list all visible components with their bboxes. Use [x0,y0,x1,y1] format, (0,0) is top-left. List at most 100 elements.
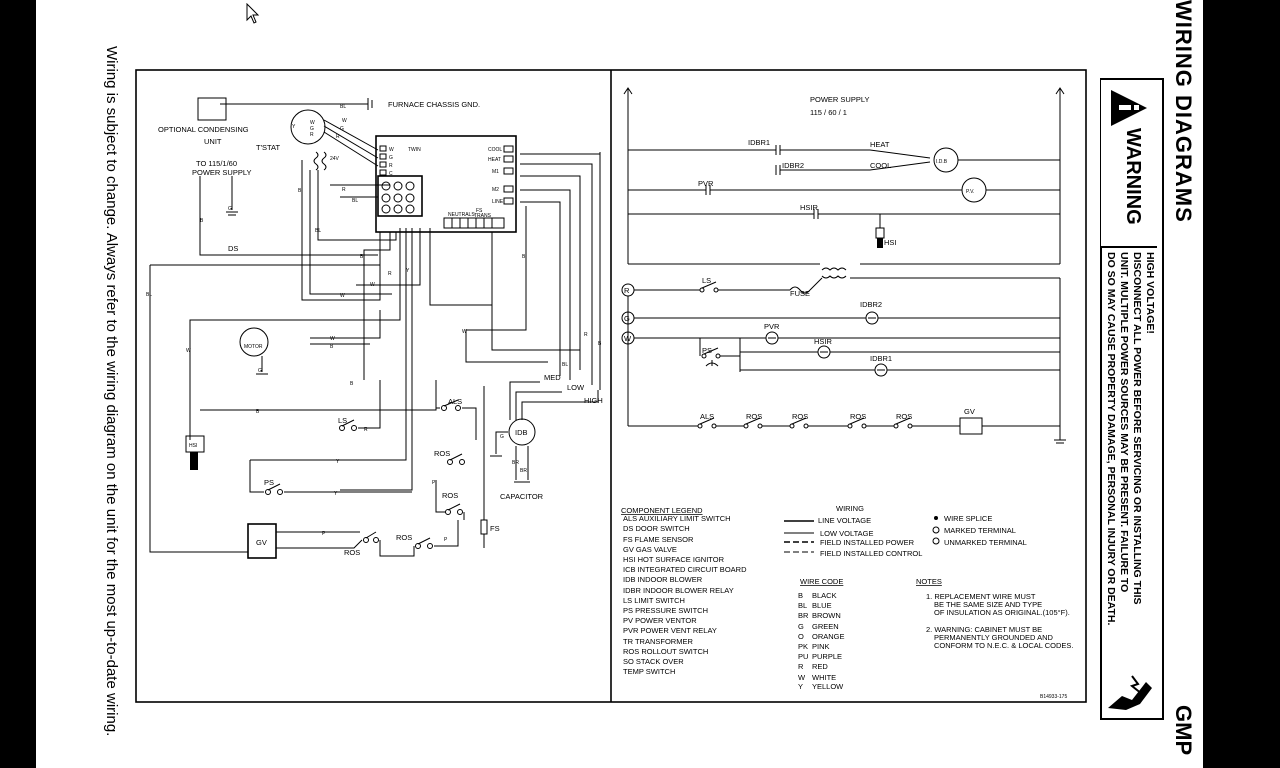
legend-item-15: TEMP SWITCH [623,667,675,676]
svg-text:W: W [370,282,375,288]
warning-box [1100,78,1164,720]
svg-text:W: W [186,348,191,354]
legend-item-5: ICB INTEGRATED CIRCUIT BOARD [623,565,747,574]
thermostat [290,109,326,145]
component-legend-title: COMPONENT LEGEND [621,506,703,515]
ladder-idb-label: I.D.B [936,159,948,165]
ladder-ros-2: ROS [789,412,809,429]
terminal-r: R [624,286,630,295]
idbr2-label: IDBR2 [782,161,804,170]
terminal-item-1: MARKED TERMINAL [944,526,1016,535]
wiring-title: WIRING [836,504,864,513]
ladder-ros-4: ROS [893,412,913,429]
heat-label: HEAT [870,140,890,149]
ladder-pv-label: P.V. [966,189,974,195]
fuse-label: FUSE [790,289,810,298]
tstat-label: T'STAT [256,143,280,152]
ladder-als-switch: ALS [697,412,717,429]
note-line-5: CONFORM TO N.E.C. & LOCAL CODES. [934,641,1073,650]
warning-triangle-icon [1111,90,1147,126]
coil-hsir-label: HSIR [814,337,833,346]
svg-text:BR: BR [512,460,519,466]
notes: NOTES 1. REPLACEMENT WIRE MUST BE THE SA… [916,577,1073,650]
ros-label-3: ROS [396,533,412,542]
legend-item-12: TR TRANSFORMER [623,637,693,646]
wire-code-abbr-1: BL [798,601,807,610]
part-number: B14933-175 [1040,694,1067,700]
svg-text:BL: BL [352,198,358,204]
wire-code-abbr-0: B [798,591,803,600]
svg-text:B: B [522,254,526,260]
svg-text:M1: M1 [492,169,499,175]
svg-text:G: G [258,368,262,374]
legend-item-10: PV POWER VENTOR [623,616,697,625]
med-label: MED [544,373,561,382]
svg-text:Y: Y [336,459,340,465]
legend-item-1: DS DOOR SWITCH [623,524,690,533]
wire-code-color-8: WHITE [812,673,836,682]
wire-code-abbr-7: R [798,662,804,671]
legend-item-9: PS PRESSURE SWITCH [623,606,708,615]
legend-item-11: PVR POWER VENT RELAY [623,626,717,635]
note-line-4: PERMANENTLY GROUNDED AND [934,633,1053,642]
wire-code-legend: WIRE CODE B BLACK BL BLUE BR BROWN G GRE… [798,577,845,691]
twin-label: TWIN [408,147,421,153]
idb-label: IDB [515,428,528,437]
legend-item-13: ROS ROLLOUT SWITCH [623,647,708,656]
ladder-hsir-label: HSIR [800,203,819,212]
component-legend: COMPONENT LEGEND ALS AUXILIARY LIMIT SWI… [621,506,747,676]
svg-text:C: C [389,171,393,177]
indoor-blower [508,418,536,446]
coil-pvr-label: PVR [764,322,780,331]
svg-text:R: R [584,332,588,338]
wire-code-abbr-6: PU [798,652,808,661]
wire-code-abbr-4: O [798,632,804,641]
svg-text:G: G [310,126,314,132]
low-label: LOW [567,383,585,392]
wiring-diagram-sheet [36,0,1203,768]
svg-text:Y: Y [334,491,338,497]
notes-title: NOTES [916,577,942,586]
wire-code-abbr-2: BR [798,611,809,620]
svg-text:TRANS: TRANS [474,213,492,219]
ps-label: PS [264,478,274,487]
note-line-3: 2. WARNING: CABINET MUST BE [926,625,1042,634]
note-line-0: 1. REPLACEMENT WIRE MUST [926,592,1036,601]
svg-text:W: W [330,336,335,342]
wire-code-title: WIRE CODE [800,577,843,586]
svg-text:G: G [500,434,504,440]
svg-text:B: B [598,341,602,347]
svg-text:FS: FS [476,208,483,214]
wire-code-color-4: ORANGE [812,632,845,641]
svg-text:W: W [342,118,347,124]
ladder-power-supply: POWER SUPPLY [810,95,869,104]
ladder-gv [959,417,983,435]
svg-text:LINE: LINE [492,199,504,205]
svg-text:R: R [342,187,346,193]
coil-idbr1-label: IDBR1 [870,354,892,363]
legend-item-8: LS LIMIT SWITCH [623,596,685,605]
ladder-ls-label: LS [702,276,711,285]
svg-text:BR: BR [520,468,527,474]
svg-text:P: P [432,480,436,486]
ladder-ros-label-4: ROS [896,412,912,421]
svg-text:24V: 24V [330,156,340,162]
svg-text:R: R [310,132,314,138]
legend-item-3: GV GAS VALVE [623,545,677,554]
ladder-ros-3: ROS [847,412,867,429]
svg-text:W: W [462,329,467,335]
wiring-item-3: FIELD INSTALLED CONTROL [820,549,922,558]
svg-text:R: R [388,271,392,277]
hand-shock-icon [1108,675,1152,710]
legend-item-2: FS FLAME SENSOR [623,535,694,544]
svg-text:NEUTRALS: NEUTRALS [448,212,475,218]
control-board [375,135,517,233]
ladder-ps-label: PS [702,346,712,355]
svg-text:G: G [228,206,232,212]
note-line-2: OF INSULATION AS ORIGINAL.(105°F). [934,608,1070,617]
ladder-ros-label-3: ROS [850,412,866,421]
terminal-item-2: UNMARKED TERMINAL [944,538,1027,547]
wiring-item-0: LINE VOLTAGE [818,516,871,525]
wire-code-abbr-9: Y [798,682,803,691]
